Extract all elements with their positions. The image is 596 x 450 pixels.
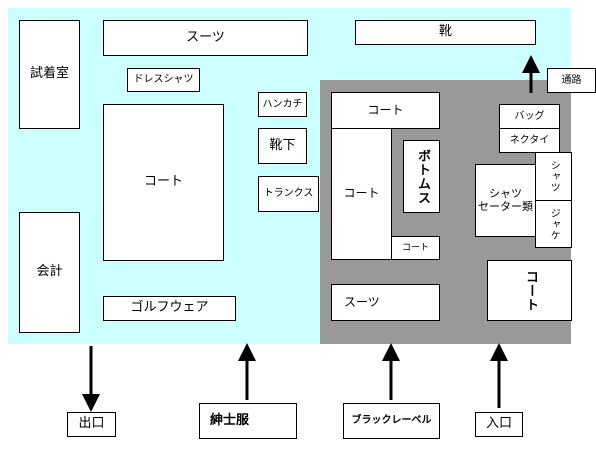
- mens-clothing-label: 紳士服: [210, 412, 250, 428]
- shirts-sweaters-section: シャツ セーター類: [475, 164, 536, 237]
- fitting-room: 試着室: [19, 20, 80, 129]
- coat-section-main: コート: [103, 104, 224, 261]
- shirts-vertical-label: シャツ: [548, 160, 560, 193]
- trunks-section: トランクス: [258, 176, 319, 212]
- bl-bottoms-label: ボトムス: [414, 148, 430, 205]
- bl-coat-top-section: コート: [331, 92, 440, 129]
- bl-suits-section: スーツ: [331, 284, 440, 321]
- jackets-vertical-label: ジャケ: [548, 207, 560, 241]
- dress-shirts-label: ドレスシャツ: [133, 74, 194, 86]
- bl-coat-small-section: コート: [391, 236, 440, 260]
- bl-coat-top-label: コート: [367, 102, 404, 117]
- golf-wear-section: ゴルフウェア: [103, 296, 236, 321]
- passage-label-box: 通路: [547, 68, 596, 93]
- black-label-label-box: ブラックレーベル: [343, 403, 440, 439]
- passage-label: 通路: [561, 74, 582, 86]
- bl-coat-left-label: コート: [343, 186, 380, 201]
- entrance-label-box: 入口: [475, 412, 523, 437]
- coat-main-label: コート: [143, 174, 183, 190]
- exit-label-box: 出口: [67, 412, 116, 437]
- checkout-counter: 会計: [19, 212, 80, 333]
- socks-section: 靴下: [258, 128, 307, 164]
- dress-shirts-section: ドレスシャツ: [127, 68, 200, 92]
- checkout-label: 会計: [36, 264, 63, 280]
- handkerchief-label: ハンカチ: [262, 98, 303, 110]
- shirts-sweaters-label: シャツ セーター類: [478, 186, 533, 213]
- coat-right-section: コート: [487, 260, 572, 321]
- handkerchief-section: ハンカチ: [258, 92, 307, 117]
- shoes-label: 靴: [438, 24, 452, 40]
- golf-wear-label: ゴルフウェア: [130, 300, 209, 316]
- bl-coat-small-label: コート: [401, 242, 429, 253]
- bl-bottoms-section: ボトムス: [403, 140, 440, 213]
- fitting-room-label: 試着室: [29, 66, 69, 82]
- neckties-section: ネクタイ: [499, 128, 560, 153]
- jackets-vertical-section: ジャケ: [535, 200, 572, 248]
- mens-clothing-label-box: 紳士服: [199, 403, 297, 439]
- neckties-label: ネクタイ: [509, 134, 550, 146]
- socks-label: 靴下: [269, 137, 296, 153]
- bags-label: バッグ: [514, 110, 545, 122]
- exit-label: 出口: [78, 416, 105, 432]
- trunks-label: トランクス: [263, 188, 314, 200]
- suits-section: スーツ: [103, 20, 308, 56]
- shirts-vertical-section: シャツ: [535, 152, 572, 201]
- coat-right-label: コート: [522, 269, 538, 312]
- suits-label: スーツ: [186, 29, 225, 45]
- shoes-section: 靴: [355, 20, 536, 45]
- bl-coat-left-section: コート: [331, 128, 392, 260]
- bl-suits-label: スーツ: [344, 294, 380, 309]
- entrance-label: 入口: [485, 416, 512, 432]
- black-label-label: ブラックレーベル: [351, 415, 432, 427]
